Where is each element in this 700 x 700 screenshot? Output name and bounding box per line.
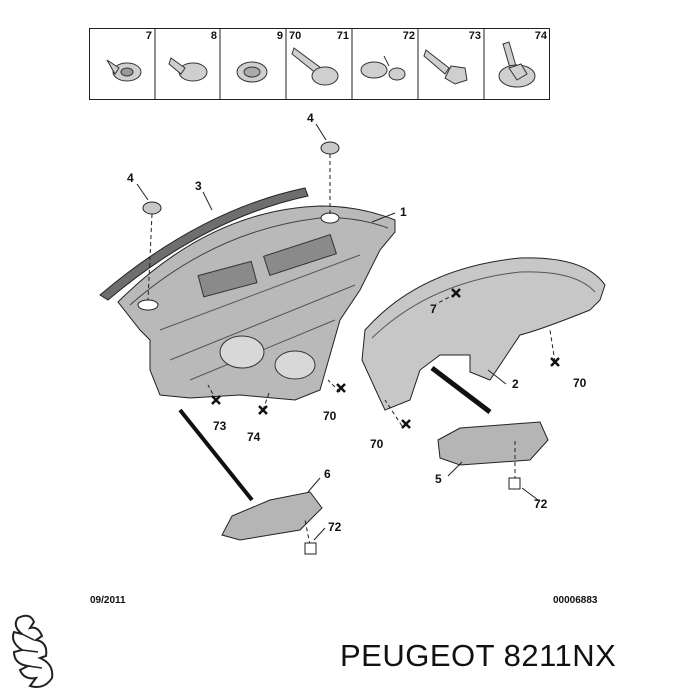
callout-74: 74 xyxy=(247,430,261,444)
drawing-reference: 00006883 xyxy=(553,595,598,606)
callout-3: 3 xyxy=(195,179,202,193)
callout-4-left: 4 xyxy=(127,171,134,185)
callout-7: 7 xyxy=(430,302,437,316)
grommet-icon xyxy=(236,61,268,83)
legend-cell-74: 74 xyxy=(484,28,550,100)
legend-cell-70-71: 70 71 xyxy=(286,28,352,100)
legend-label: 8 xyxy=(210,30,217,42)
legend-grid xyxy=(89,28,550,100)
peugeot-lion-logo xyxy=(12,614,54,688)
callout-72-left: 72 xyxy=(328,520,342,534)
revision-date: 09/2011 xyxy=(90,595,126,606)
legend-label: 9 xyxy=(276,30,283,42)
lower-panel-6 xyxy=(221,491,323,541)
callout-73: 73 xyxy=(213,419,227,433)
screw-icon xyxy=(291,47,339,86)
legend-cell-73: 73 xyxy=(418,28,484,100)
clip-4-top xyxy=(320,141,340,155)
push-pin-icon xyxy=(168,57,208,82)
legend-label: 71 xyxy=(336,30,349,42)
lower-panel-5 xyxy=(437,421,549,466)
callout-2: 2 xyxy=(512,377,519,391)
legend-label: 7 xyxy=(145,30,152,42)
clip-icon xyxy=(106,59,142,82)
legend-cell-72: 72 xyxy=(352,28,418,100)
bolt-icon xyxy=(423,49,468,85)
seal-right xyxy=(430,366,492,414)
seal-left xyxy=(178,408,254,502)
callout-1: 1 xyxy=(400,205,407,219)
screw-marks xyxy=(211,288,560,429)
brand-title: PEUGEOT 8211NX xyxy=(340,638,617,673)
callout-72-right: 72 xyxy=(534,497,548,511)
legend-cell-8: 8 xyxy=(155,28,220,100)
legend-label: 74 xyxy=(534,30,547,42)
fastener-legend: 7 8 9 70 71 72 73 74 xyxy=(89,28,550,100)
trim-strip xyxy=(99,187,309,301)
square-clips xyxy=(304,477,521,555)
legend-cell-9: 9 xyxy=(220,28,286,100)
callout-70-right: 70 xyxy=(573,376,587,390)
rivet-icon xyxy=(360,55,406,81)
flange-bolt-icon xyxy=(498,41,536,88)
callout-70-bottom: 70 xyxy=(370,437,384,451)
legend-label: 70 xyxy=(289,30,302,42)
legend-label: 72 xyxy=(402,30,415,42)
callout-6: 6 xyxy=(324,467,331,481)
legend-label: 73 xyxy=(468,30,481,42)
callout-4-top: 4 xyxy=(307,111,314,125)
leader-lines xyxy=(136,123,539,541)
callout-70-center: 70 xyxy=(323,409,337,423)
upper-trim-panel xyxy=(361,257,606,411)
dashboard-carrier xyxy=(117,205,396,401)
callout-5: 5 xyxy=(435,472,442,486)
legend-cell-7: 7 xyxy=(89,28,155,100)
clip-4-left xyxy=(142,201,162,215)
